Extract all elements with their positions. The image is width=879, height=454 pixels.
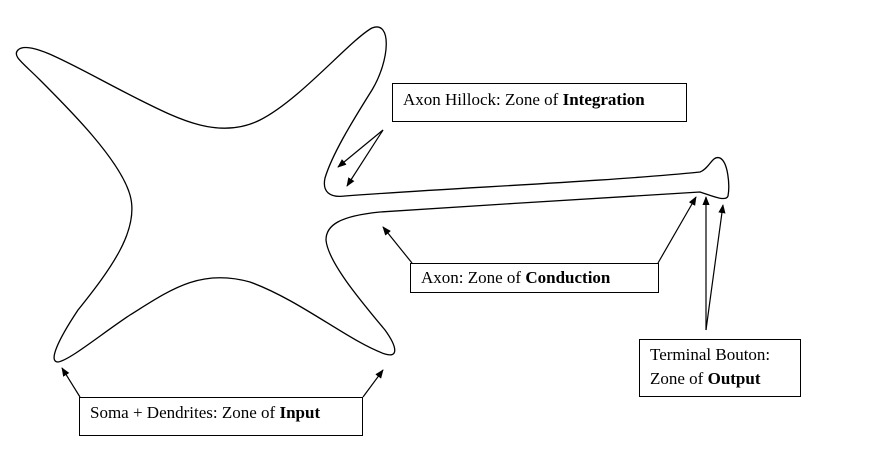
soma-arrow-left <box>61 367 81 398</box>
terminal-arrow-2 <box>705 204 726 331</box>
axon-arrow-left <box>382 226 413 264</box>
hillock-arrow-1 <box>337 129 384 168</box>
terminal-bouton-label-line2: Zone of Output <box>650 367 790 391</box>
axon-hillock-label-bold: Integration <box>562 90 645 109</box>
soma-dendrites-label-bold: Input <box>279 403 321 422</box>
hillock-arrow-2 <box>346 129 384 187</box>
terminal-bouton-label-line1: Terminal Bouton: <box>650 345 771 364</box>
axon-hillock-label: Axon Hillock: Zone of Integration <box>392 83 687 122</box>
terminal-bouton-label-prefix: Zone of <box>650 369 708 388</box>
soma-dendrites-label-prefix: Soma + Dendrites: Zone of <box>90 403 280 422</box>
axon-label-bold: Conduction <box>525 268 611 287</box>
soma-arrow-right <box>362 369 384 398</box>
axon-hillock-label-prefix: Axon Hillock: Zone of <box>403 90 563 109</box>
axon-label: Axon: Zone of Conduction <box>410 263 659 293</box>
axon-label-prefix: Axon: Zone of <box>421 268 526 287</box>
axon-arrow-right <box>657 196 697 264</box>
terminal-bouton-label-bold: Output <box>707 369 761 388</box>
neuron-outline <box>15 26 730 363</box>
terminal-bouton-label: Terminal Bouton: Zone of Output <box>639 339 801 397</box>
soma-dendrites-label: Soma + Dendrites: Zone of Input <box>79 397 363 436</box>
